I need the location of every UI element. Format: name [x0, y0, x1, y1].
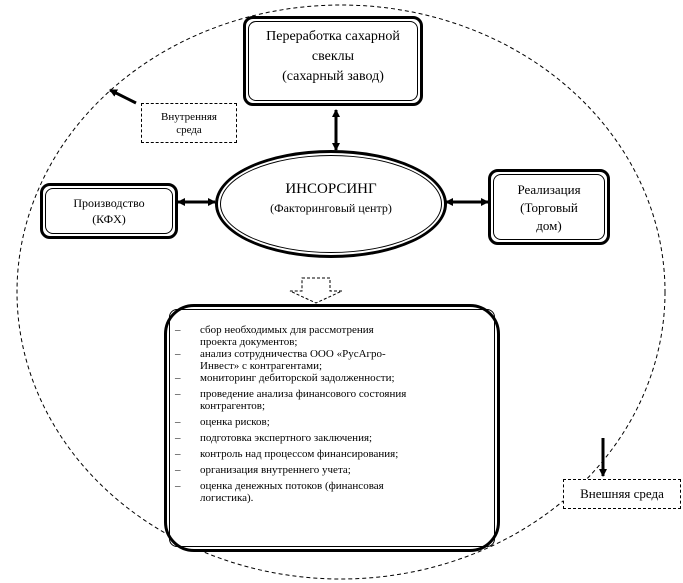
arrow-internal-environment	[109, 88, 137, 105]
sugar-processing-line-2: свеклы	[311, 49, 355, 64]
insourcing-title: ИНСОРСИНГ	[285, 181, 377, 197]
task-item: –контроль над процессом финансирования;	[175, 448, 399, 460]
sales-box: Реализация (Торговый дом)	[488, 169, 610, 245]
internal-environment-line-2: среда	[176, 124, 202, 136]
task-item: –организация внутреннего учета;	[175, 464, 351, 476]
task-bullet: –	[175, 324, 181, 336]
task-bullet: –	[175, 448, 181, 460]
production-box: Производство (КФХ)	[40, 183, 178, 239]
internal-environment-line-1: Внутренняя	[161, 111, 217, 123]
production-line-2: (КФХ)	[92, 212, 126, 226]
sugar-processing-box: Переработка сахарной свеклы (сахарный за…	[243, 16, 423, 106]
external-environment-text: Внешняя среда	[580, 486, 664, 501]
sales-line-3: дом)	[536, 218, 562, 233]
production-line-1: Производство	[73, 196, 145, 210]
task-item: –анализ сотрудничества ООО «РусАгро-Инве…	[175, 348, 386, 372]
task-bullet: –	[175, 416, 181, 428]
task-bullet: –	[175, 388, 181, 400]
dashed-down-arrow	[289, 277, 343, 304]
task-bullet: –	[175, 464, 181, 476]
insourcing-center: ИНСОРСИНГ (Факторинговый центр)	[215, 150, 447, 258]
task-item: –мониторинг дебиторской задолженности;	[175, 372, 395, 384]
external-environment-label: Внешняя среда	[563, 479, 681, 509]
sugar-processing-line-1: Переработка сахарной	[266, 29, 400, 44]
task-item: –проведение анализа финансового состояни…	[175, 388, 407, 412]
sugar-processing-line-3: (сахарный завод)	[282, 69, 384, 84]
task-bullet: –	[175, 432, 181, 444]
task-item: –подготовка экспертного заключения;	[175, 432, 373, 444]
sales-line-2: (Торговый	[520, 200, 578, 215]
task-item: –оценка рисков;	[175, 416, 270, 428]
task-bullet: –	[175, 372, 181, 384]
task-bullet: –	[175, 480, 181, 492]
sales-line-1: Реализация	[517, 182, 581, 197]
internal-environment-label: Внутренняя среда	[141, 103, 237, 143]
external-environment-boundary	[16, 4, 666, 580]
task-bullet: –	[175, 348, 181, 360]
insourcing-subtitle: (Факторинговый центр)	[270, 201, 392, 215]
